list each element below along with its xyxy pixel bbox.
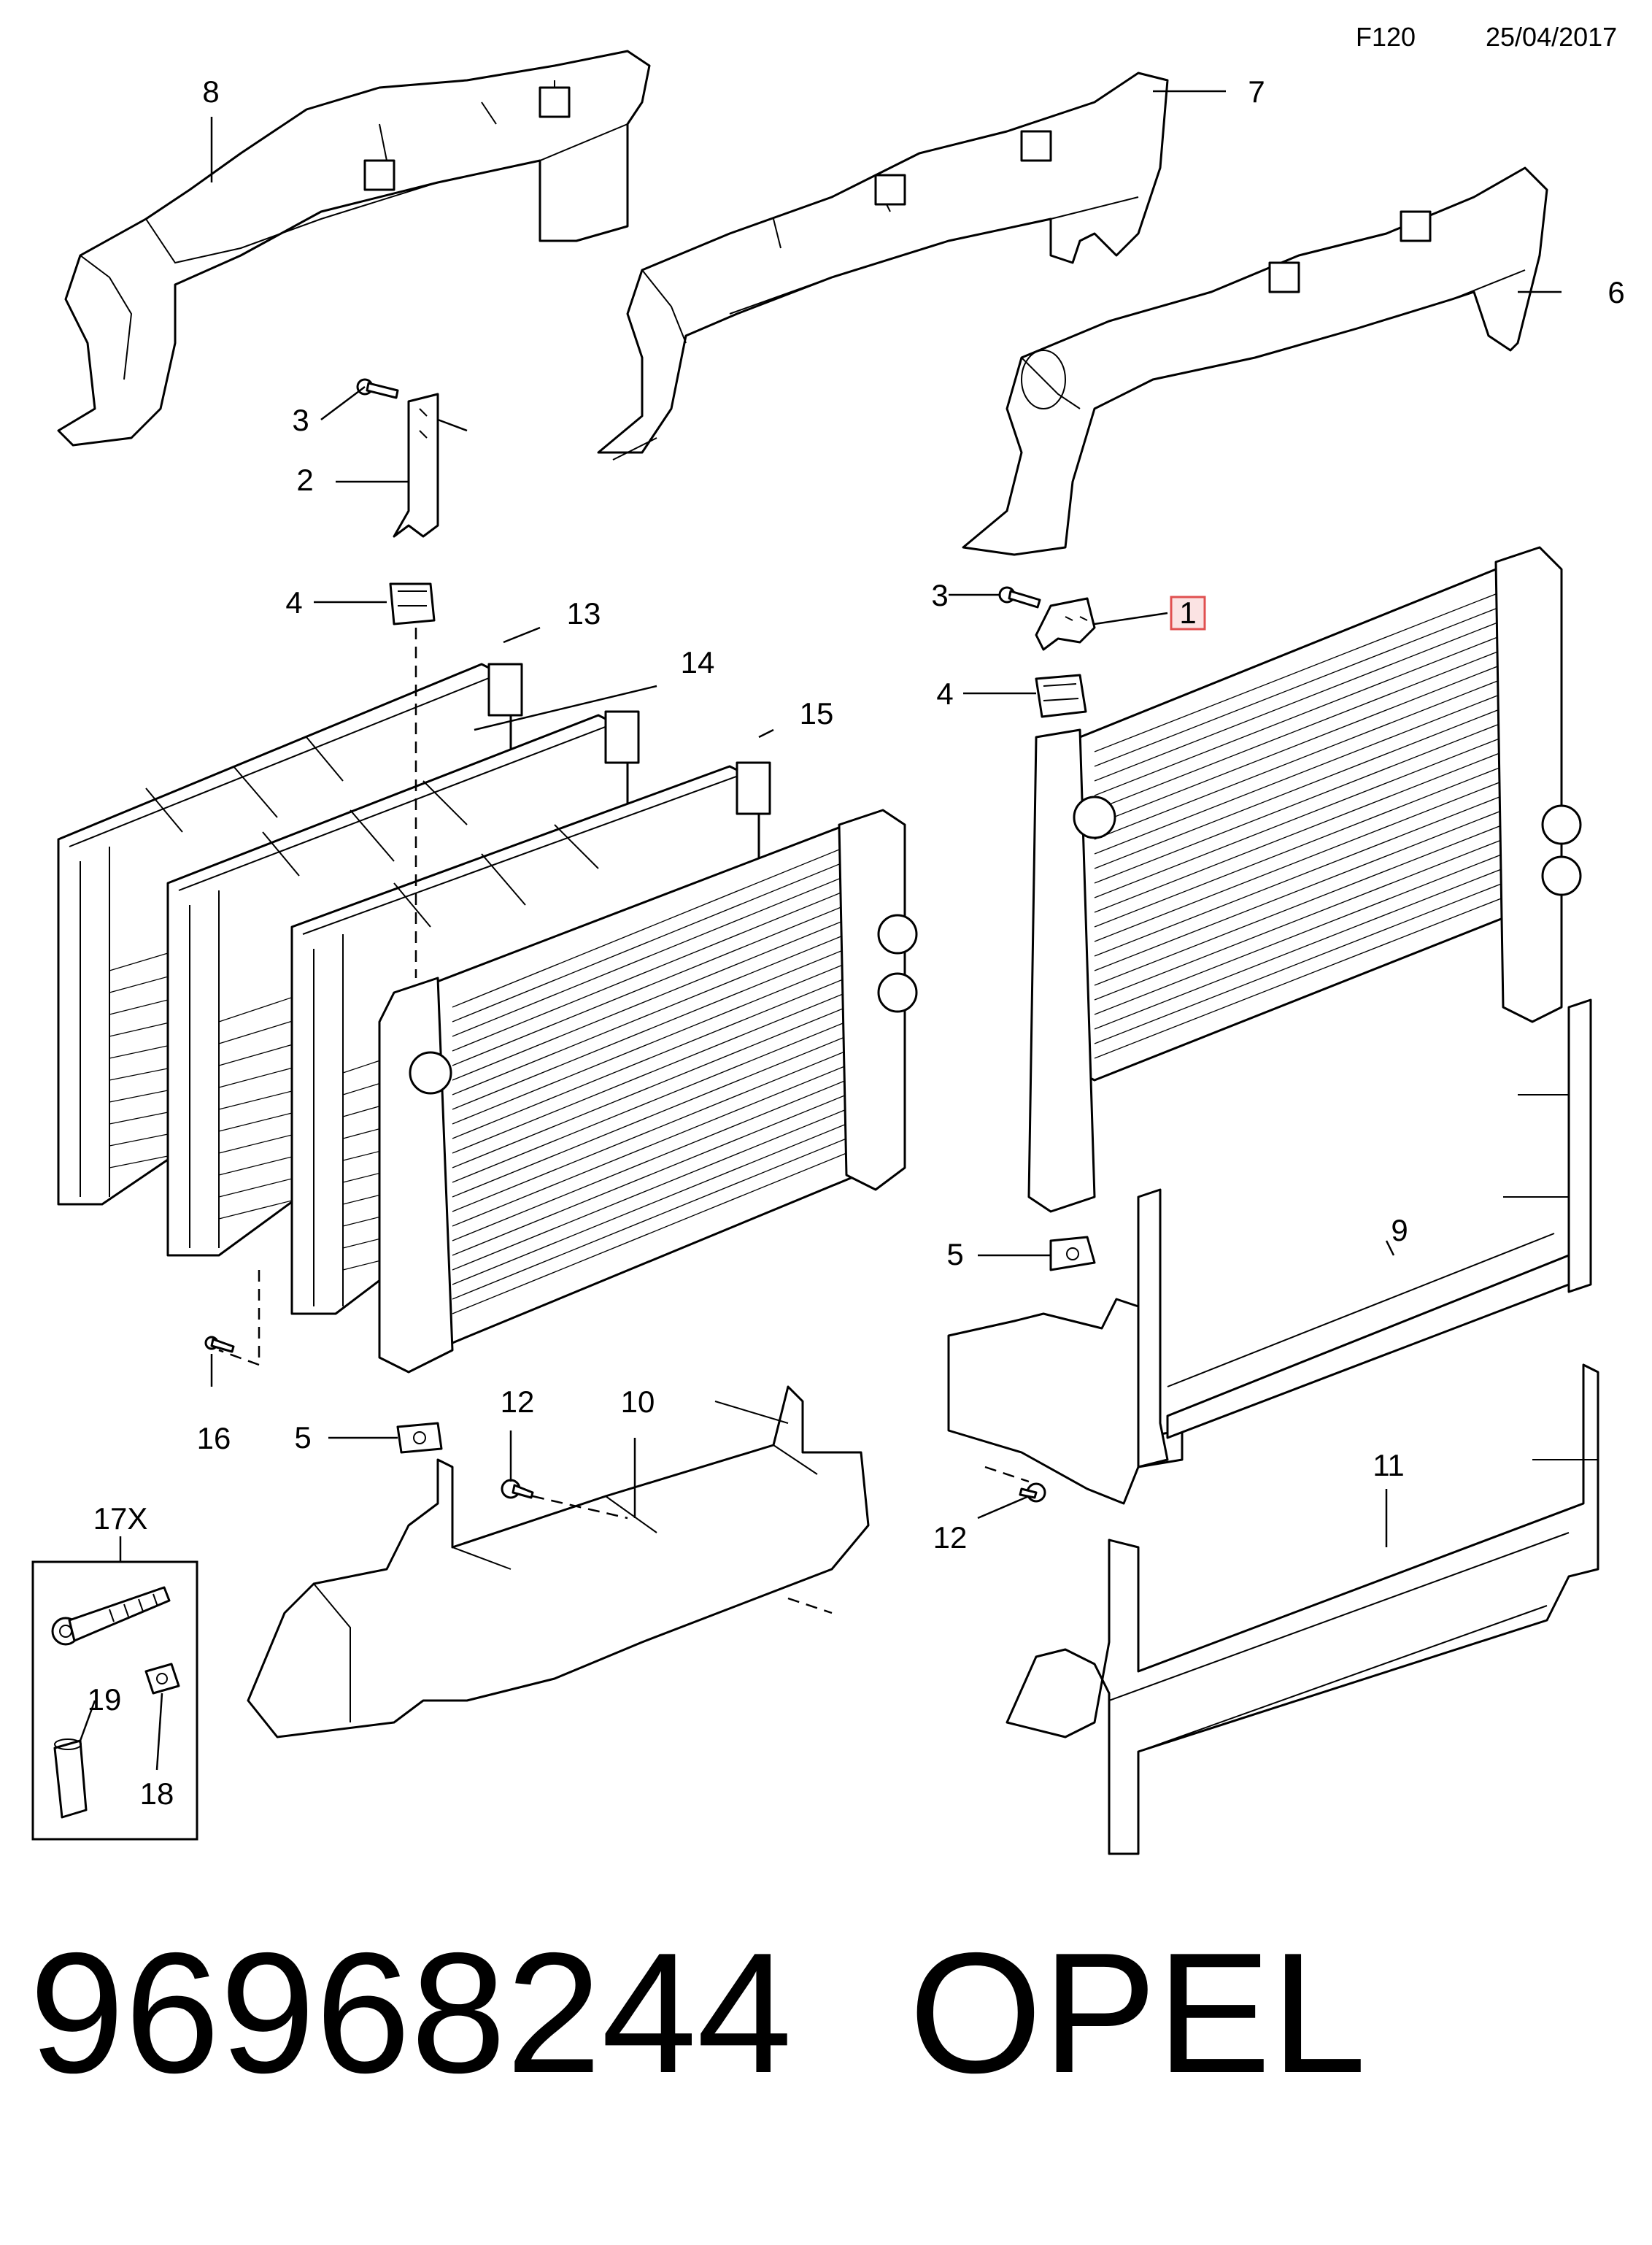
callout-4-right: 4 [936, 677, 953, 711]
callout-6: 6 [1607, 275, 1624, 309]
assembly-lines [218, 628, 1030, 1614]
callout-4-left: 4 [285, 585, 302, 620]
callout-5-left: 5 [294, 1420, 311, 1455]
callout-16: 16 [197, 1421, 231, 1455]
callout-3-right: 3 [931, 578, 948, 612]
page-code: F120 [1356, 22, 1416, 52]
part-8-air-deflector[interactable] [57, 50, 651, 447]
diagram-date: 25/04/2017 [1486, 22, 1618, 52]
callout-15: 15 [800, 696, 834, 731]
part-5-isolator-left[interactable] [396, 1422, 443, 1454]
callout-18: 18 [140, 1776, 174, 1811]
brand-name: OPEL [908, 1917, 1367, 2109]
callout-12-left: 12 [501, 1385, 535, 1419]
part-12-clip-right[interactable] [1019, 1482, 1046, 1503]
callout-9: 9 [1391, 1213, 1408, 1247]
part-9-lower-frame[interactable] [947, 998, 1592, 1505]
part-4-isolator-right[interactable] [1035, 674, 1087, 718]
part-number: 96968244 [29, 1917, 792, 2109]
part-16-bolt[interactable] [204, 1336, 235, 1353]
callout-13: 13 [567, 596, 601, 631]
callout-12-right: 12 [933, 1520, 968, 1555]
callout-5-right: 5 [946, 1237, 963, 1271]
part-12-clip-left[interactable] [501, 1479, 534, 1499]
part-3-bolt-right[interactable] [998, 586, 1041, 609]
part-4-isolator-left[interactable] [389, 582, 436, 625]
radiator-left-assembly[interactable] [378, 809, 918, 1374]
part-7-air-deflector[interactable] [597, 72, 1169, 461]
callout-labels: 1 2 3 3 4 4 5 5 6 7 8 9 10 11 12 12 13 1… [88, 74, 1625, 1811]
part-18-nut[interactable] [144, 1663, 180, 1695]
part-10-lower-deflector[interactable] [247, 1385, 870, 1738]
part-1-bracket[interactable] [1035, 597, 1096, 651]
radiator-right[interactable] [1027, 546, 1582, 1213]
callout-8: 8 [202, 74, 219, 109]
callout-17x: 17X [93, 1501, 148, 1536]
part-6-air-deflector[interactable] [962, 166, 1548, 556]
callout-14: 14 [681, 645, 715, 679]
callout-7: 7 [1248, 74, 1265, 109]
exploded-parts-diagram: 1 2 3 3 4 4 5 5 6 7 8 9 10 11 12 12 13 1… [31, 50, 1625, 1855]
part-5-isolator-right[interactable] [1049, 1236, 1096, 1271]
leader-lines [79, 90, 1562, 1771]
callout-10: 10 [621, 1385, 655, 1419]
part-17x-bolt[interactable] [51, 1586, 171, 1646]
part-19-spacer[interactable] [53, 1738, 88, 1819]
part-2-bracket[interactable] [393, 393, 439, 538]
callout-3-left: 3 [292, 403, 309, 437]
callout-11: 11 [1373, 1448, 1405, 1482]
callout-1: 1 [1179, 596, 1196, 630]
callout-19: 19 [88, 1682, 122, 1717]
highlight-box-part-1 [1170, 596, 1206, 631]
callout-2: 2 [296, 463, 313, 497]
part-11-lower-frame[interactable] [1006, 1363, 1599, 1855]
part-17x-kit-box [31, 1560, 198, 1841]
